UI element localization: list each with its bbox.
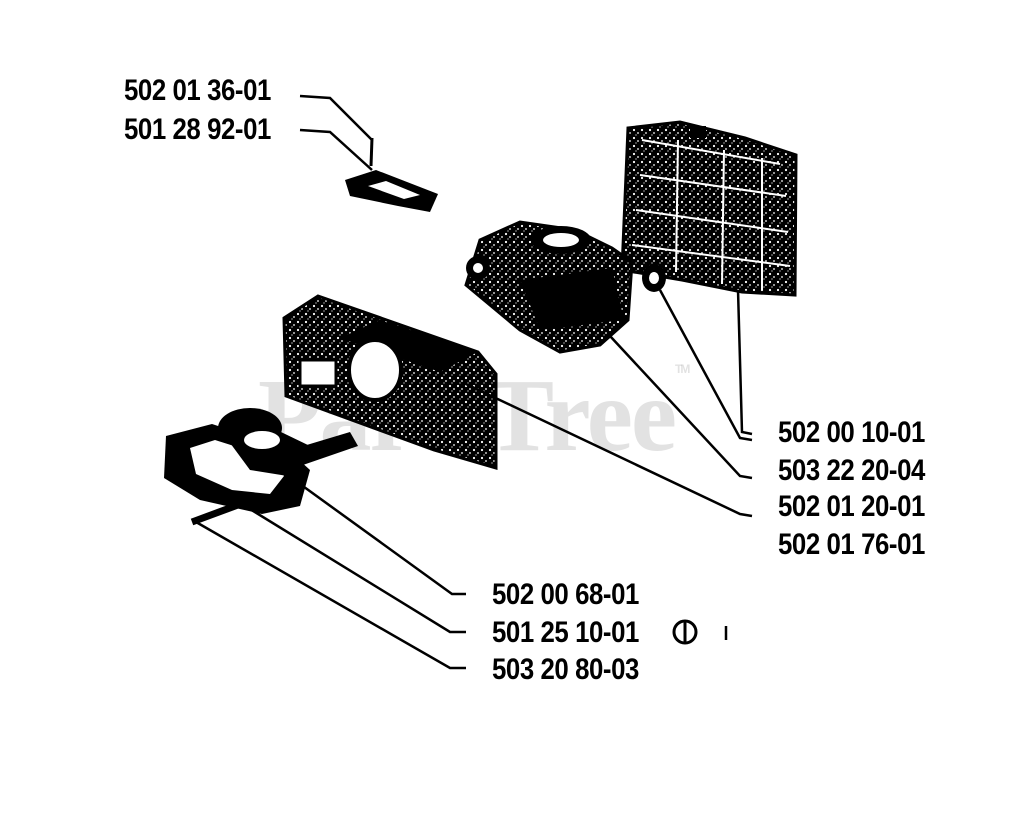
leader-line-p3	[736, 289, 753, 436]
part-number-label[interactable]: 502 01 76-01	[778, 528, 925, 561]
air-filter-part	[620, 120, 798, 297]
rod-part	[190, 498, 248, 526]
intake-boot-part	[218, 408, 358, 478]
heat-shield-part	[282, 294, 498, 470]
leader-line-p6	[465, 382, 753, 518]
clip-plate-part	[345, 170, 438, 212]
leader-line-p9	[195, 520, 466, 670]
part-number-label[interactable]: 502 01 20-01	[778, 490, 925, 523]
screw-part	[369, 137, 374, 167]
part-number-label[interactable]: 501 25 10-01	[492, 616, 639, 649]
part-number-label[interactable]: 502 01 36-01	[124, 74, 271, 107]
kit-symbol-icon	[672, 619, 728, 645]
leader-line-p2	[299, 128, 373, 171]
part-number-label[interactable]: 502 00 68-01	[492, 578, 639, 611]
part-number-label[interactable]: 502 00 10-01	[778, 416, 925, 449]
part-number-label[interactable]: 503 22 20-04	[778, 454, 925, 487]
leader-line-p7	[299, 482, 466, 596]
leader-line-p4	[658, 289, 753, 442]
leader-line-p8	[231, 496, 466, 634]
watermark-tm: TM	[675, 362, 690, 376]
part-number-label[interactable]: 503 20 80-03	[492, 653, 639, 686]
leader-line-p5	[609, 335, 753, 480]
part-number-label[interactable]: 501 28 92-01	[124, 113, 271, 146]
carburetor-part	[464, 220, 666, 354]
leader-line-p1	[299, 94, 373, 141]
leader-lines	[195, 94, 753, 670]
